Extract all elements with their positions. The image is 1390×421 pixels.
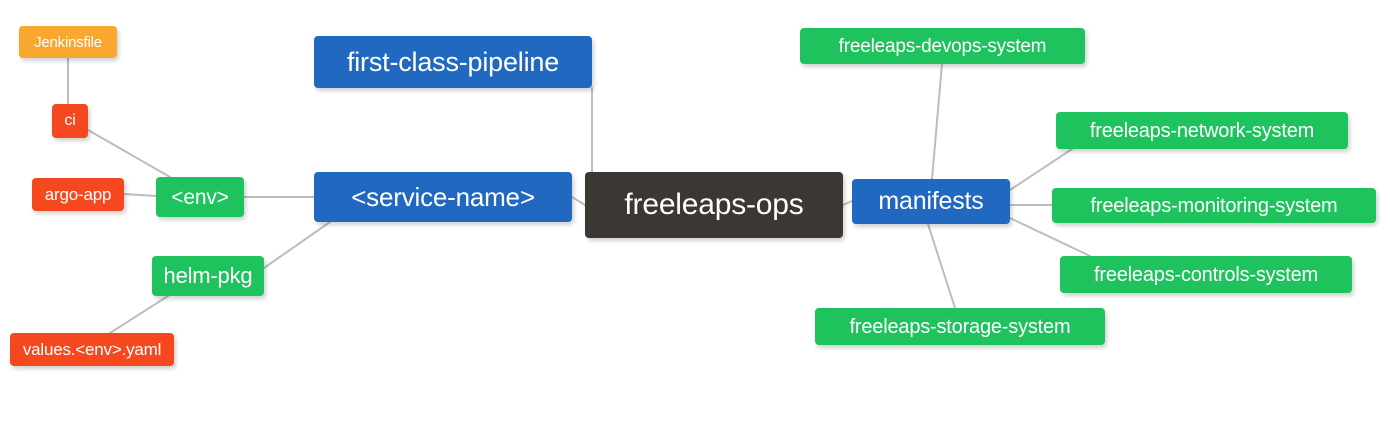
edge-env-to-argoapp	[123, 193, 157, 197]
node-ci[interactable]: ci	[52, 104, 88, 138]
node-devops[interactable]: freeleaps-devops-system	[800, 28, 1085, 64]
edge-manifests-to-storage	[927, 223, 956, 309]
edge-root-to-service	[571, 196, 586, 206]
edge-service-to-helmpkg	[263, 221, 331, 269]
node-env[interactable]: <env>	[156, 177, 244, 217]
edge-manifests-to-controls	[1009, 217, 1091, 257]
node-service[interactable]: <service-name>	[314, 172, 572, 222]
node-valuesyaml[interactable]: values.<env>.yaml	[10, 333, 174, 366]
node-jenkinsfile[interactable]: Jenkinsfile	[19, 26, 117, 58]
edge-env-to-ci	[87, 129, 171, 178]
node-argoapp[interactable]: argo-app	[32, 178, 124, 211]
node-network[interactable]: freeleaps-network-system	[1056, 112, 1348, 149]
edge-helmpkg-to-valuesyaml	[109, 295, 169, 334]
node-monitoring[interactable]: freeleaps-monitoring-system	[1052, 188, 1376, 223]
node-storage[interactable]: freeleaps-storage-system	[815, 308, 1105, 345]
edge-root-to-manifests	[842, 200, 853, 206]
node-manifests[interactable]: manifests	[852, 179, 1010, 224]
node-root[interactable]: freeleaps-ops	[585, 172, 843, 238]
edge-manifests-to-network	[1009, 148, 1073, 191]
edge-manifests-to-devops	[931, 63, 943, 180]
node-helmpkg[interactable]: helm-pkg	[152, 256, 264, 296]
node-pipeline[interactable]: first-class-pipeline	[314, 36, 592, 88]
node-controls[interactable]: freeleaps-controls-system	[1060, 256, 1352, 293]
